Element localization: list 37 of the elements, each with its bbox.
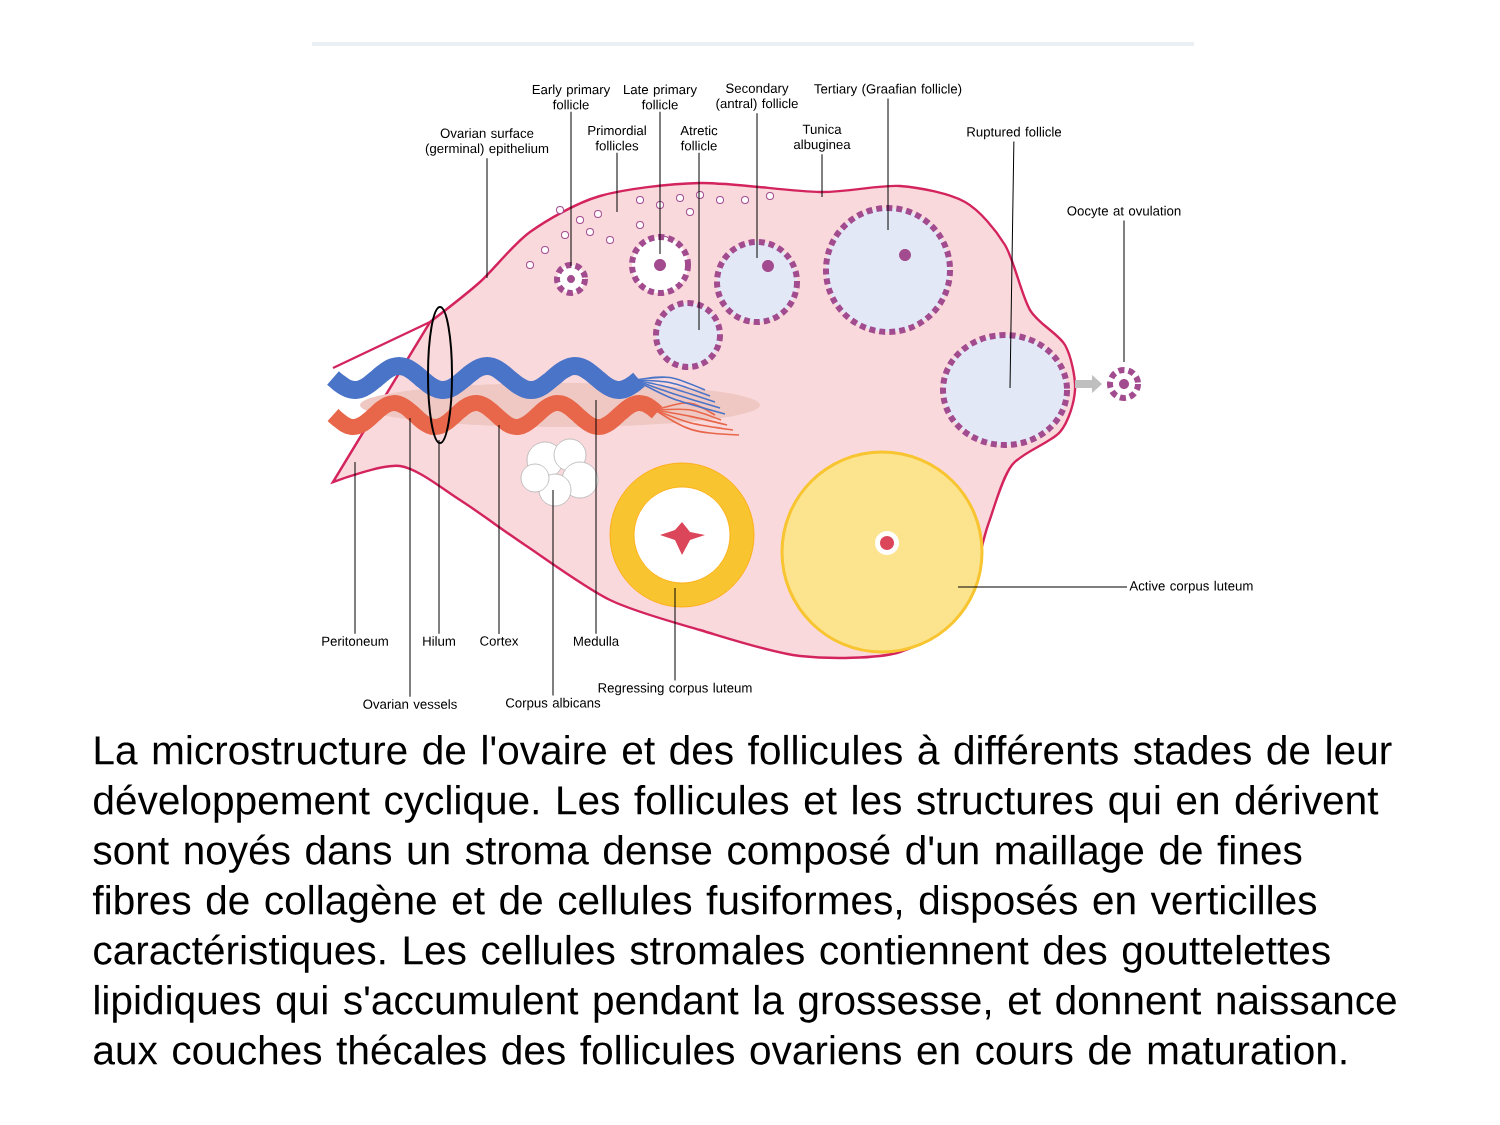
label-text: Atretic follicle [680, 125, 718, 151]
label-text: Oocyte at ovulation [1067, 205, 1181, 219]
caption-text: La microstructure de l'ovaire et des follicules à différents stades de leur développement cyclique. Les follicules et les structures qui en dérivent sont noyés dans un stroma dense composé d'un maillage de fines fibres de collagène et de cellules fusiformes, disposés en verticilles caractéristiques. Les cellules stromales contiennent des gouttelettes lipidiques qui s'accumulent pendant la grossesse, et donnent naissance aux couches thécales des follicules ovariens en cours de maturation. [92, 734, 1396, 1065]
leader-line [552, 489, 554, 696]
label-text: Hilum [423, 636, 455, 646]
leader-line [887, 98, 889, 231]
label-text: Tunica albuginea [793, 124, 851, 152]
leader-line [1009, 141, 1015, 389]
leader-line [659, 111, 661, 255]
leader-line [957, 586, 1128, 588]
label-text: Medulla [574, 636, 620, 646]
leader-line [354, 461, 356, 635]
label-text: Tertiary (Graafian follicle) [814, 83, 962, 97]
label-text: Late primary follicle [624, 84, 697, 110]
label-text: Ovarian surface (germinal) epithelium [425, 128, 549, 156]
leader-line [756, 112, 758, 259]
leader-line [486, 157, 488, 279]
leader-line [1123, 220, 1125, 363]
leader-line [616, 152, 618, 213]
label-text: Secondary (antral) follicle [716, 83, 798, 111]
label-text: Ruptured follicle [967, 126, 1062, 140]
label-text: Ovarian vessels [363, 699, 457, 709]
leader-line [409, 417, 411, 698]
leader-line [674, 587, 676, 681]
label-text: Primordial follicles [588, 125, 646, 151]
leader-line [438, 439, 440, 635]
leader-line [595, 399, 597, 635]
label-text: Active corpus luteum [1129, 580, 1253, 594]
label-text: Early primary follicle [532, 84, 611, 110]
label-text: Corpus albicans [505, 697, 601, 711]
leader-line [698, 152, 700, 331]
leader-line [570, 111, 572, 267]
label-text: Regressing corpus luteum [598, 682, 752, 696]
label-text: Cortex [480, 636, 519, 646]
label-text: Peritoneum [322, 636, 388, 646]
leader-line [821, 153, 823, 198]
leader-line [498, 424, 500, 635]
